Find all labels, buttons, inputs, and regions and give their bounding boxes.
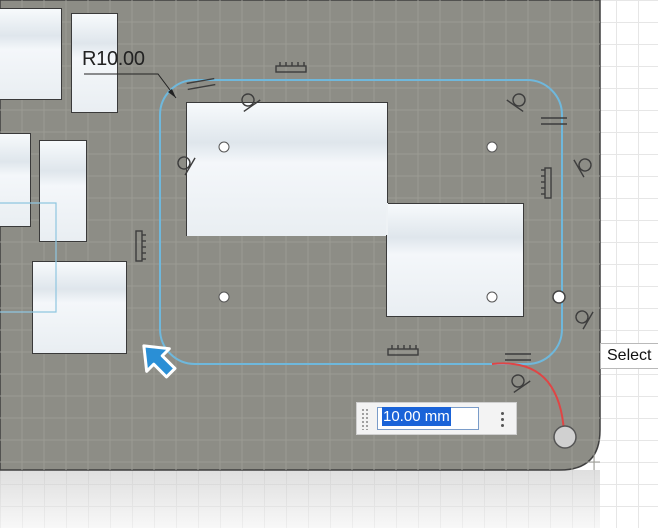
sketch-point[interactable] <box>486 291 498 303</box>
dimension-value-input[interactable]: 10.00 mm <box>377 407 479 430</box>
sketch-point[interactable] <box>218 291 230 303</box>
dimension-value-text[interactable]: 10.00 mm <box>382 407 451 426</box>
tangent-constraint-icon <box>573 158 592 178</box>
tangent-constraint-icon <box>575 310 594 330</box>
horizontal-constraint-icon <box>275 62 307 73</box>
cutout-main-top <box>186 102 388 236</box>
sketch-point[interactable] <box>218 141 230 153</box>
tangent-constraint-icon <box>177 156 196 176</box>
tangent-constraint-icon <box>511 374 531 394</box>
tooltip: Select <box>600 343 658 369</box>
dimension-arrowhead <box>168 89 176 98</box>
cutout-left-5 <box>32 261 127 354</box>
cutout-left-3 <box>0 133 31 227</box>
cutout-join <box>386 203 388 235</box>
more-options-icon[interactable] <box>495 407 509 431</box>
parallel-constraint-icon <box>186 77 216 91</box>
cutout-left-4 <box>39 140 87 242</box>
cutout-left-2 <box>71 13 118 113</box>
select-arrow-icon <box>142 344 177 379</box>
fillet-drag-handle[interactable] <box>553 425 577 449</box>
tangent-constraint-icon <box>241 93 261 113</box>
projected-sketch-line <box>0 202 57 313</box>
vertical-constraint-icon <box>541 167 552 199</box>
sketch-profile-rounded-rect[interactable] <box>159 79 563 365</box>
dimension-value-box[interactable]: 10.00 mm <box>356 402 517 435</box>
plate-shadow <box>0 470 600 528</box>
cutout-main-bottom <box>386 203 524 317</box>
dimension-leader <box>84 73 177 99</box>
radius-dimension-label[interactable]: R10.00 <box>82 48 145 70</box>
cutout-left-1 <box>0 8 62 100</box>
sketch-point[interactable] <box>486 141 498 153</box>
parallel-constraint-icon <box>541 117 567 125</box>
drag-grip-icon[interactable] <box>361 408 369 430</box>
parallel-constraint-icon <box>505 353 531 361</box>
fillet-drag-path <box>491 362 565 433</box>
horizontal-constraint-icon <box>387 345 419 356</box>
sketch-point-selected[interactable] <box>552 290 566 304</box>
tangent-constraint-icon <box>506 93 526 113</box>
vertical-constraint-icon <box>135 230 146 262</box>
